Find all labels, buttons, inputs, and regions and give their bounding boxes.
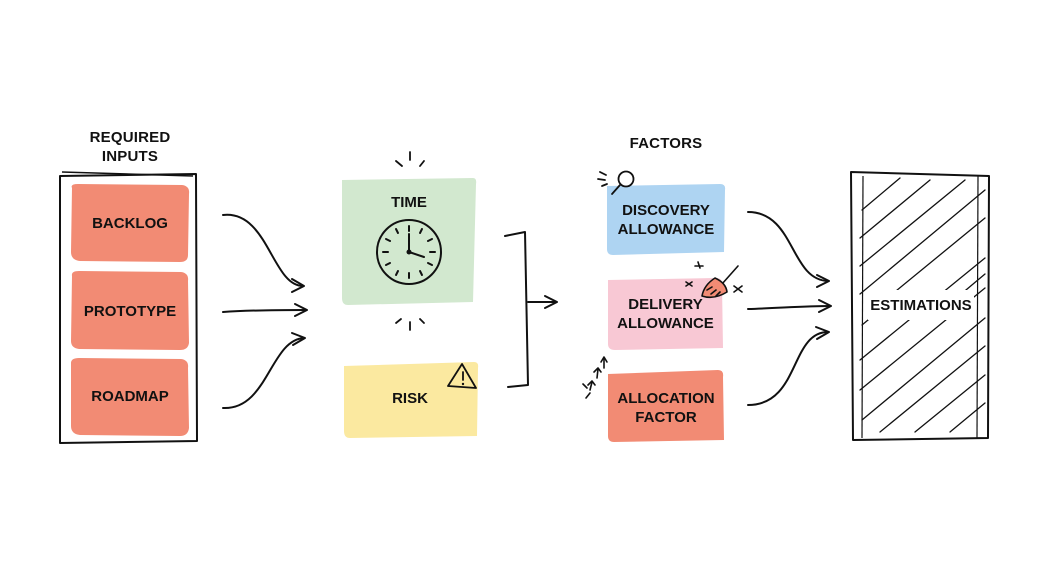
discovery-card: [607, 184, 726, 255]
broom-icon: [685, 261, 743, 299]
input-backlog-label: BACKLOG: [92, 215, 168, 232]
risk-card: [344, 362, 479, 438]
roadmap-card: [71, 358, 189, 436]
magnifier-icon: [597, 170, 635, 195]
factor-discovery-label: DISCOVERY ALLOWANCE: [617, 202, 715, 238]
up-arrows-icon: [582, 356, 608, 399]
warning-icon: [447, 363, 477, 389]
prototype-card: [71, 271, 189, 350]
input-arrows: [222, 213, 308, 410]
spark-marks: [395, 151, 425, 331]
clock-icon: [376, 219, 442, 285]
estimations-label-bg: [868, 290, 974, 320]
backlog-card: [71, 184, 190, 262]
required-inputs-heading: REQUIRED INPUTS: [89, 129, 171, 165]
allocation-card: [608, 370, 724, 442]
delivery-card: [608, 278, 723, 350]
estimations-label: ESTIMATIONS: [870, 296, 972, 314]
merge-bracket: [504, 231, 558, 388]
estimations-box: [850, 171, 990, 441]
time-label: TIME: [391, 193, 427, 211]
risk-label: RISK: [392, 389, 428, 407]
factors-heading: FACTORS: [629, 135, 703, 152]
factor-delivery-label: DELIVERY ALLOWANCE: [617, 296, 714, 332]
factor-allocation-label: ALLOCATION FACTOR: [617, 390, 715, 426]
input-prototype-label: PROTOTYPE: [83, 302, 177, 320]
input-roadmap-label: ROADMAP: [91, 387, 169, 405]
factor-arrows: [747, 211, 832, 406]
